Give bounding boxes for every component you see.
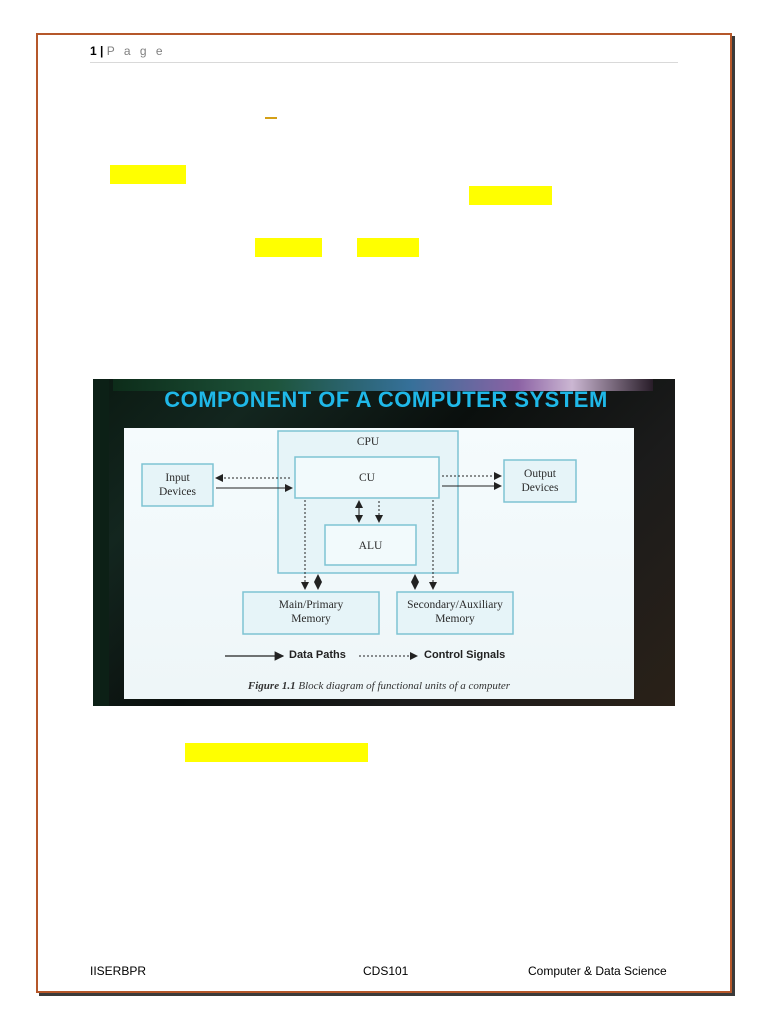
page-border xyxy=(36,33,732,993)
header-separator: | xyxy=(100,44,104,58)
highlight-block-4 xyxy=(357,238,419,257)
page-number: 1 xyxy=(90,44,97,58)
secondary-memory-label: Secondary/Auxiliary Memory xyxy=(407,599,503,625)
output-devices-label: Output Devices xyxy=(521,468,559,494)
main-memory-label: Main/Primary Memory xyxy=(278,599,344,625)
legend-control-signals: Control Signals xyxy=(424,649,506,661)
main-memory-box xyxy=(242,591,380,635)
underline-mark xyxy=(265,117,277,119)
diagram-panel: CPU CU ALU Input Devices Output Devices … xyxy=(124,428,634,699)
figure-side-band xyxy=(93,379,109,706)
caption-label: Figure 1.1 xyxy=(247,680,296,692)
highlight-block-1 xyxy=(110,165,186,184)
page-word: P a g e xyxy=(106,44,166,58)
highlight-block-3 xyxy=(255,238,322,257)
footer-right: Computer & Data Science xyxy=(528,964,667,978)
block-diagram-figure: COMPONENT OF A COMPUTER SYSTEM xyxy=(93,379,675,706)
input-box xyxy=(141,463,214,507)
footer-left: IISERBPR xyxy=(90,964,147,978)
figure-title: COMPONENT OF A COMPUTER SYSTEM xyxy=(164,387,608,412)
cu-box xyxy=(294,456,440,499)
figure-caption: Figure 1.1 Block diagram of functional u… xyxy=(124,680,634,692)
cu-label: CU xyxy=(359,472,375,484)
footer-center: CDS101 xyxy=(363,964,409,978)
highlight-block-5 xyxy=(185,743,368,762)
cpu-label: CPU xyxy=(356,436,380,448)
output-box xyxy=(503,459,577,503)
figure-glow-band xyxy=(113,379,653,391)
alu-box xyxy=(324,524,417,566)
secondary-memory-box xyxy=(396,591,514,635)
caption-text: Block diagram of functional units of a c… xyxy=(295,680,511,692)
legend-data-paths: Data Paths xyxy=(289,649,346,661)
alu-label: ALU xyxy=(358,540,383,552)
page-header: 1 | P a g e xyxy=(90,44,678,63)
diagram-svg xyxy=(141,430,577,661)
input-devices-label: Input Devices xyxy=(158,472,197,498)
highlight-block-2 xyxy=(469,186,552,205)
